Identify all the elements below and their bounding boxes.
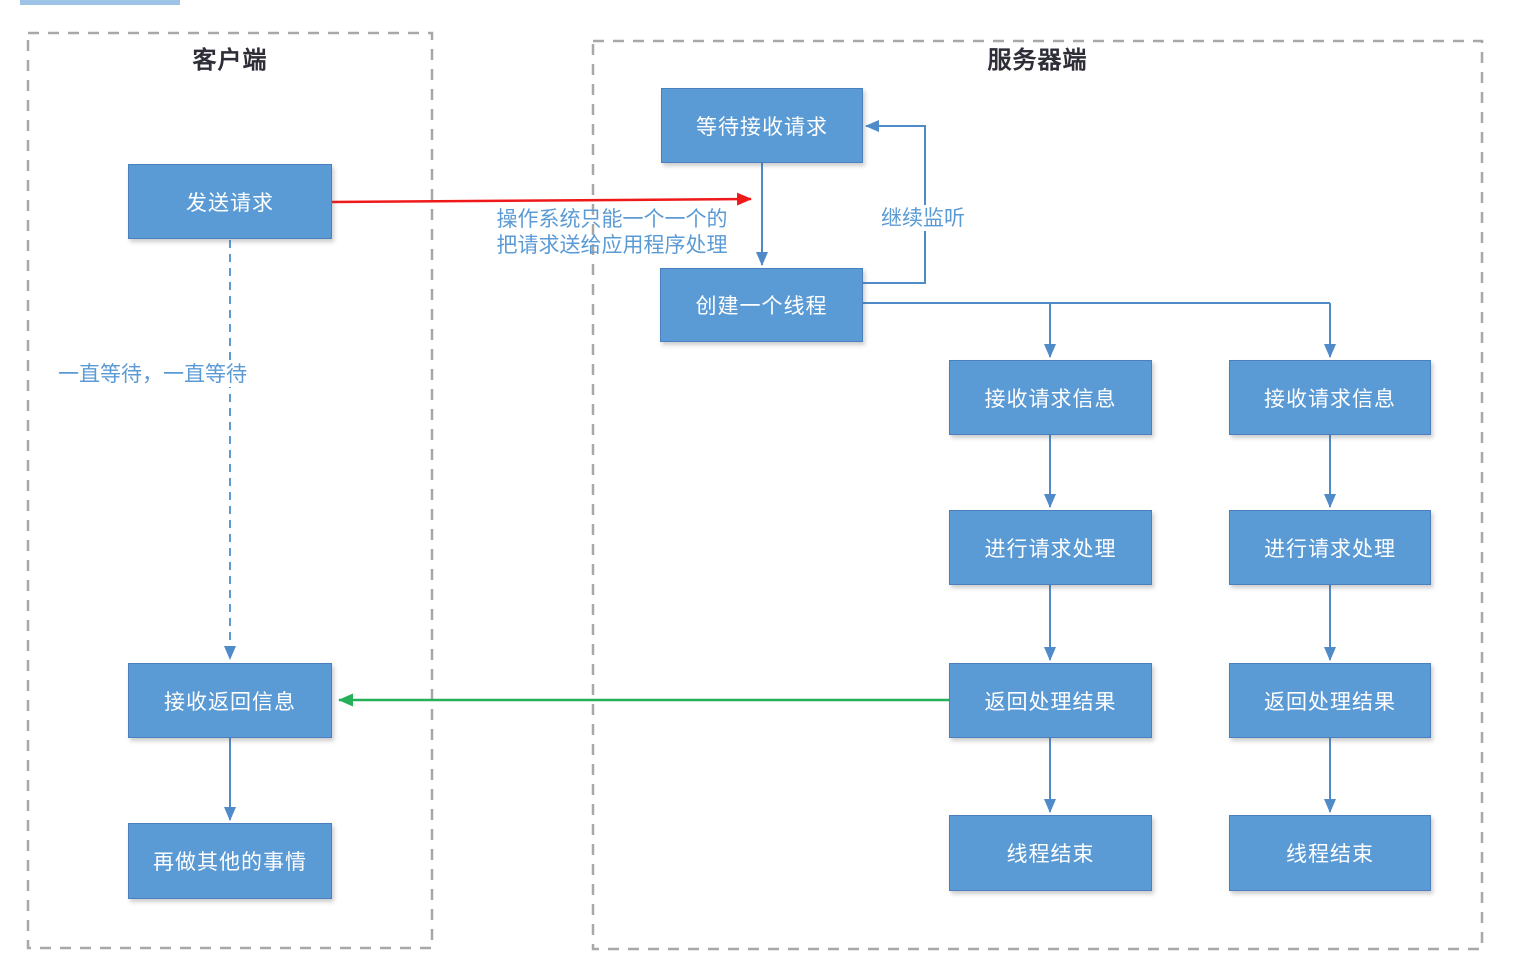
os-scheduling-note: 操作系统只能一个一个的 把请求送给应用程序处理 [452,206,772,258]
node-t2-end: 线程结束 [1229,815,1431,891]
os-scheduling-note-line1: 操作系统只能一个一个的 [496,207,728,231]
node-t1-process: 进行请求处理 [949,510,1152,585]
node-t2-return: 返回处理结果 [1229,663,1431,738]
server-title: 服务器端 [987,45,1088,74]
node-create-thread: 创建一个线程 [660,268,863,342]
os-scheduling-note-line2: 把请求送给应用程序处理 [496,233,728,257]
node-t1-end: 线程结束 [949,815,1152,891]
node-t2-process: 进行请求处理 [1229,510,1431,585]
node-t1-receive: 接收请求信息 [949,360,1152,435]
continue-listening-label: 继续监听 [877,205,969,231]
client-title: 客户端 [192,45,268,74]
arrow-request-red [331,192,752,206]
keep-waiting-label: 一直等待，一直等待 [55,361,250,387]
server-frame [591,39,1484,951]
arrow-listen-loop [863,120,926,284]
client-frame [26,31,434,950]
node-receive-response: 接收返回信息 [128,663,332,738]
node-do-other-things: 再做其他的事情 [128,823,332,899]
selection-highlight-bar [20,0,180,5]
node-t1-return: 返回处理结果 [949,663,1152,738]
node-t2-receive: 接收请求信息 [1229,360,1431,435]
node-send-request: 发送请求 [128,164,332,239]
node-wait-request: 等待接收请求 [661,88,863,163]
